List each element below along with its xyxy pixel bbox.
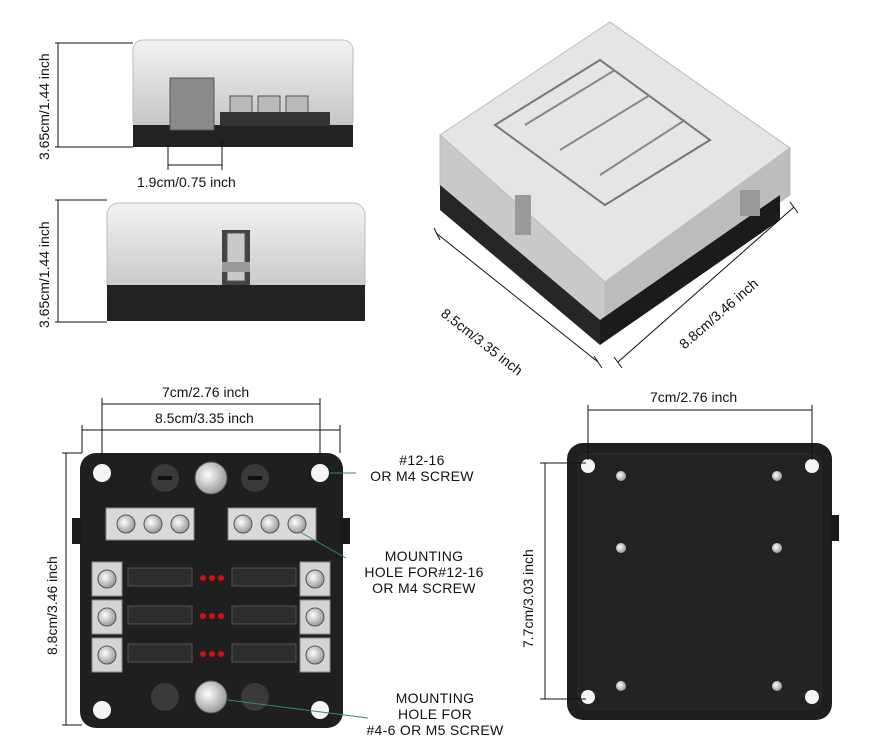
bottom-view-width-label: 7cm/2.76 inch (650, 389, 738, 405)
top-view-image (72, 453, 350, 728)
side-view-height-label: 3.65cm/1.44 inch (36, 53, 52, 160)
side-view-image (132, 39, 354, 147)
top-view-inner-width-label: 7cm/2.76 inch (162, 384, 250, 400)
screw-callout: #12-16 OR M4 SCREW (370, 452, 474, 484)
bottom-view-height-label: 7.7cm/3.03 inch (520, 549, 536, 648)
top-view-dimension-lines (62, 398, 369, 726)
top-view-outer-width-label: 8.5cm/3.35 inch (155, 410, 254, 426)
front-view-image (106, 202, 366, 321)
bottom-view-dimension-lines (540, 405, 813, 700)
bottom-view-image (567, 443, 839, 720)
top-view-height-label: 8.8cm/3.46 inch (44, 556, 60, 655)
mounting-hole-callout: MOUNTING HOLE FOR#12-16 OR M4 SCREW (364, 548, 484, 596)
iso-dimension-lines (433, 201, 799, 369)
front-view-height-label: 3.65cm/1.44 inch (36, 221, 52, 328)
front-view-dimension-lines (55, 199, 107, 323)
side-view-dimension-lines (55, 42, 223, 170)
bottom-hole-callout: MOUNTING HOLE FOR #4-6 OR M5 SCREW (366, 690, 504, 738)
bolt-width-label: 1.9cm/0.75 inch (137, 174, 236, 190)
iso-view-image (439, 21, 791, 345)
